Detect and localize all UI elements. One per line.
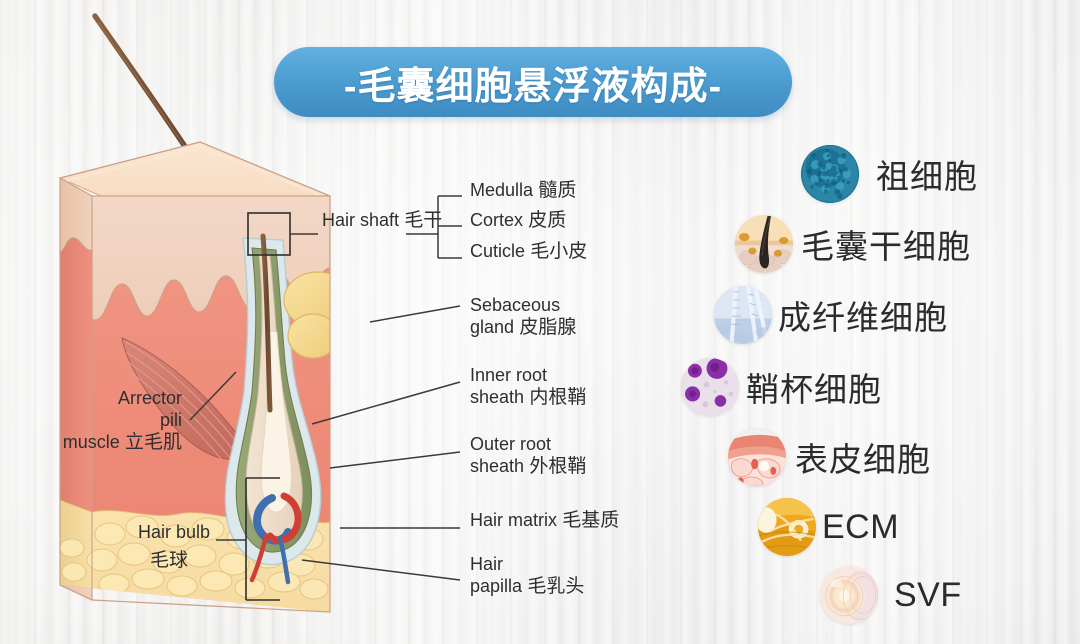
svg-text:毛球: 毛球 bbox=[150, 549, 188, 571]
hair-follicle-diagram: Medulla 髓质 Cortex 皮质 Cuticle 毛小皮 Hair shaft… bbox=[58, 13, 620, 613]
diagram-label-cuticle: Cuticle 毛小皮 bbox=[470, 240, 587, 262]
diagram-label-hair-matrix: Hair matrix 毛基质 bbox=[470, 509, 619, 531]
svg-text:Hair bulb: Hair bulb bbox=[138, 522, 210, 542]
svg-text:Hair: Hair bbox=[470, 554, 503, 574]
cell-list-item-label-fibroblast: 成纤维细胞 bbox=[778, 299, 948, 336]
cell-list-item-sheath-cup-cell[interactable]: 鞘杯细胞 bbox=[681, 358, 882, 416]
cell-list-item-label-ecm: ECM bbox=[822, 507, 900, 546]
sheath-cup-cell-icon bbox=[681, 358, 739, 416]
cell-list-item-progenitor-cell[interactable]: 祖细胞 bbox=[801, 145, 978, 203]
cell-list-item-label-hair-follicle-stem-cell: 毛囊干细胞 bbox=[801, 228, 971, 265]
svg-text:papilla 毛乳头: papilla 毛乳头 bbox=[470, 575, 584, 597]
svg-text:Hair shaft 毛干: Hair shaft 毛干 bbox=[322, 209, 442, 231]
svg-text:Inner root: Inner root bbox=[470, 365, 547, 385]
cell-list-item-label-progenitor-cell: 祖细胞 bbox=[876, 158, 978, 195]
cell-list-item-label-svf: SVF bbox=[894, 575, 962, 614]
svg-text:muscle 立毛肌: muscle 立毛肌 bbox=[63, 431, 182, 453]
svg-text:sheath 外根鞘: sheath 外根鞘 bbox=[470, 455, 586, 477]
diagram-label-medulla: Medulla 髓质 bbox=[470, 179, 576, 201]
page-title: -毛囊细胞悬浮液构成- bbox=[343, 65, 723, 108]
svg-text:gland 皮脂腺: gland 皮脂腺 bbox=[470, 316, 576, 338]
cell-list-item-label-epidermal-cell: 表皮细胞 bbox=[795, 441, 931, 478]
cell-composition-list: 祖细胞毛囊干细胞成纤维细胞鞘杯细胞表皮细胞 ECM SVF bbox=[660, 130, 1080, 630]
arrector-pili-muscle bbox=[121, 337, 251, 461]
hair-follicle-stem-cell-icon bbox=[735, 215, 793, 273]
progenitor-cell-icon bbox=[801, 145, 859, 203]
svg-text:Cortex 皮质: Cortex 皮质 bbox=[470, 209, 566, 231]
cell-list-item-ecm[interactable]: ECM bbox=[758, 498, 899, 556]
diagram-label-group: Medulla 髓质 Cortex 皮质 Cuticle 毛小皮 Hair shaft… bbox=[63, 179, 620, 597]
svg-text:Cuticle 毛小皮: Cuticle 毛小皮 bbox=[470, 240, 587, 262]
cell-list-item-label-sheath-cup-cell: 鞘杯细胞 bbox=[746, 371, 882, 408]
svg-text:sheath 内根鞘: sheath 内根鞘 bbox=[470, 386, 586, 408]
hair-papilla bbox=[249, 492, 302, 585]
diagram-label-hair-shaft: Hair shaft 毛干 bbox=[322, 209, 442, 231]
cell-list-item-epidermal-cell[interactable]: 表皮细胞 bbox=[728, 428, 931, 486]
svg-text:Sebaceous: Sebaceous bbox=[470, 295, 560, 315]
svg-text:Outer root: Outer root bbox=[470, 434, 551, 454]
leader-lines bbox=[189, 195, 462, 601]
page-title-pill: -毛囊细胞悬浮液构成- bbox=[274, 47, 792, 117]
svg-text:Arrector: Arrector bbox=[118, 388, 182, 408]
cell-list-item-fibroblast[interactable]: 成纤维细胞 bbox=[714, 286, 948, 344]
epidermal-cell-icon bbox=[728, 428, 786, 486]
svf-icon bbox=[820, 566, 878, 624]
svg-text:pili: pili bbox=[160, 410, 182, 430]
fibroblast-icon bbox=[714, 286, 772, 344]
cell-list-item-svf[interactable]: SVF bbox=[820, 566, 962, 624]
sebaceous-gland bbox=[283, 263, 330, 362]
cell-list-item-hair-follicle-stem-cell[interactable]: 毛囊干细胞 bbox=[735, 215, 971, 273]
ecm-icon bbox=[758, 498, 816, 556]
diagram-label-hair-bulb: Hair bulb 毛球 bbox=[138, 522, 210, 571]
diagram-label-cortex: Cortex 皮质 bbox=[470, 209, 566, 231]
hair-shaft-internal bbox=[260, 233, 273, 413]
svg-text:Medulla 髓质: Medulla 髓质 bbox=[470, 179, 576, 201]
svg-text:Hair matrix 毛基质: Hair matrix 毛基质 bbox=[470, 509, 619, 531]
skin-block bbox=[58, 141, 332, 613]
